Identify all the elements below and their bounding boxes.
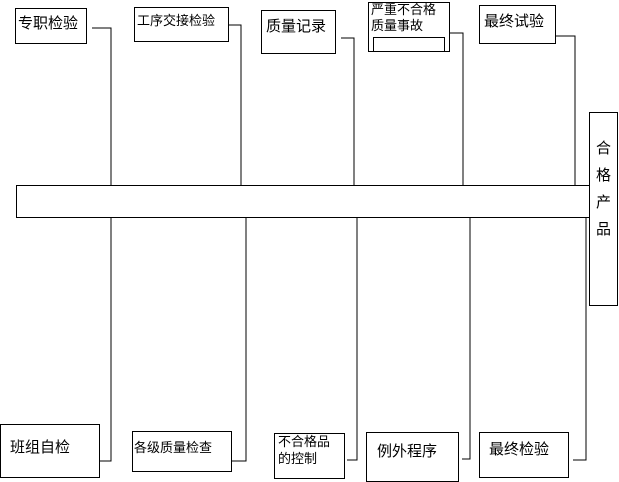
cause-label-line2: 的控制 bbox=[278, 452, 318, 467]
result-box-qualified-product: 合 格 产 品 bbox=[589, 112, 618, 306]
cause-box-quality-checks: 各级质量检查 bbox=[132, 431, 232, 472]
result-char: 合 bbox=[595, 139, 611, 157]
cause-label: 例外程序 bbox=[377, 442, 438, 460]
result-char: 格 bbox=[595, 166, 611, 184]
spine-bar bbox=[16, 185, 591, 218]
cause-label-line1: 严重不合格 bbox=[371, 3, 437, 18]
cause-label: 最终试验 bbox=[484, 12, 545, 30]
cause-label: 专职检验 bbox=[18, 14, 79, 32]
cause-box-handover-inspection: 工序交接检验 bbox=[134, 7, 229, 42]
cause-label: 最终检验 bbox=[489, 440, 550, 458]
result-char: 产 bbox=[595, 193, 611, 211]
cause-box-serious-nonconformity: 严重不合格 质量事故 bbox=[368, 2, 450, 52]
cause-label-line2: 质量事故 bbox=[371, 19, 424, 34]
cause-box-nonconforming-control: 不合格品 的控制 bbox=[274, 433, 345, 479]
cause-label-line1: 不合格品 bbox=[278, 435, 331, 450]
cause-label: 质量记录 bbox=[266, 17, 327, 35]
cause-label: 工序交接检验 bbox=[137, 14, 216, 29]
cause-box-final-inspection: 最终检验 bbox=[479, 432, 569, 478]
cause-box-quality-records: 质量记录 bbox=[261, 10, 336, 54]
inner-empty-box bbox=[373, 37, 445, 52]
cause-label: 班组自检 bbox=[10, 438, 71, 456]
cause-box-final-test: 最终试验 bbox=[479, 5, 556, 44]
result-char: 品 bbox=[595, 220, 611, 238]
cause-box-exception-procedure: 例外程序 bbox=[366, 432, 459, 482]
cause-box-specialist-inspection: 专职检验 bbox=[15, 8, 87, 44]
cause-box-team-self-inspection: 班组自检 bbox=[0, 424, 100, 478]
cause-label: 各级质量检查 bbox=[134, 441, 213, 456]
